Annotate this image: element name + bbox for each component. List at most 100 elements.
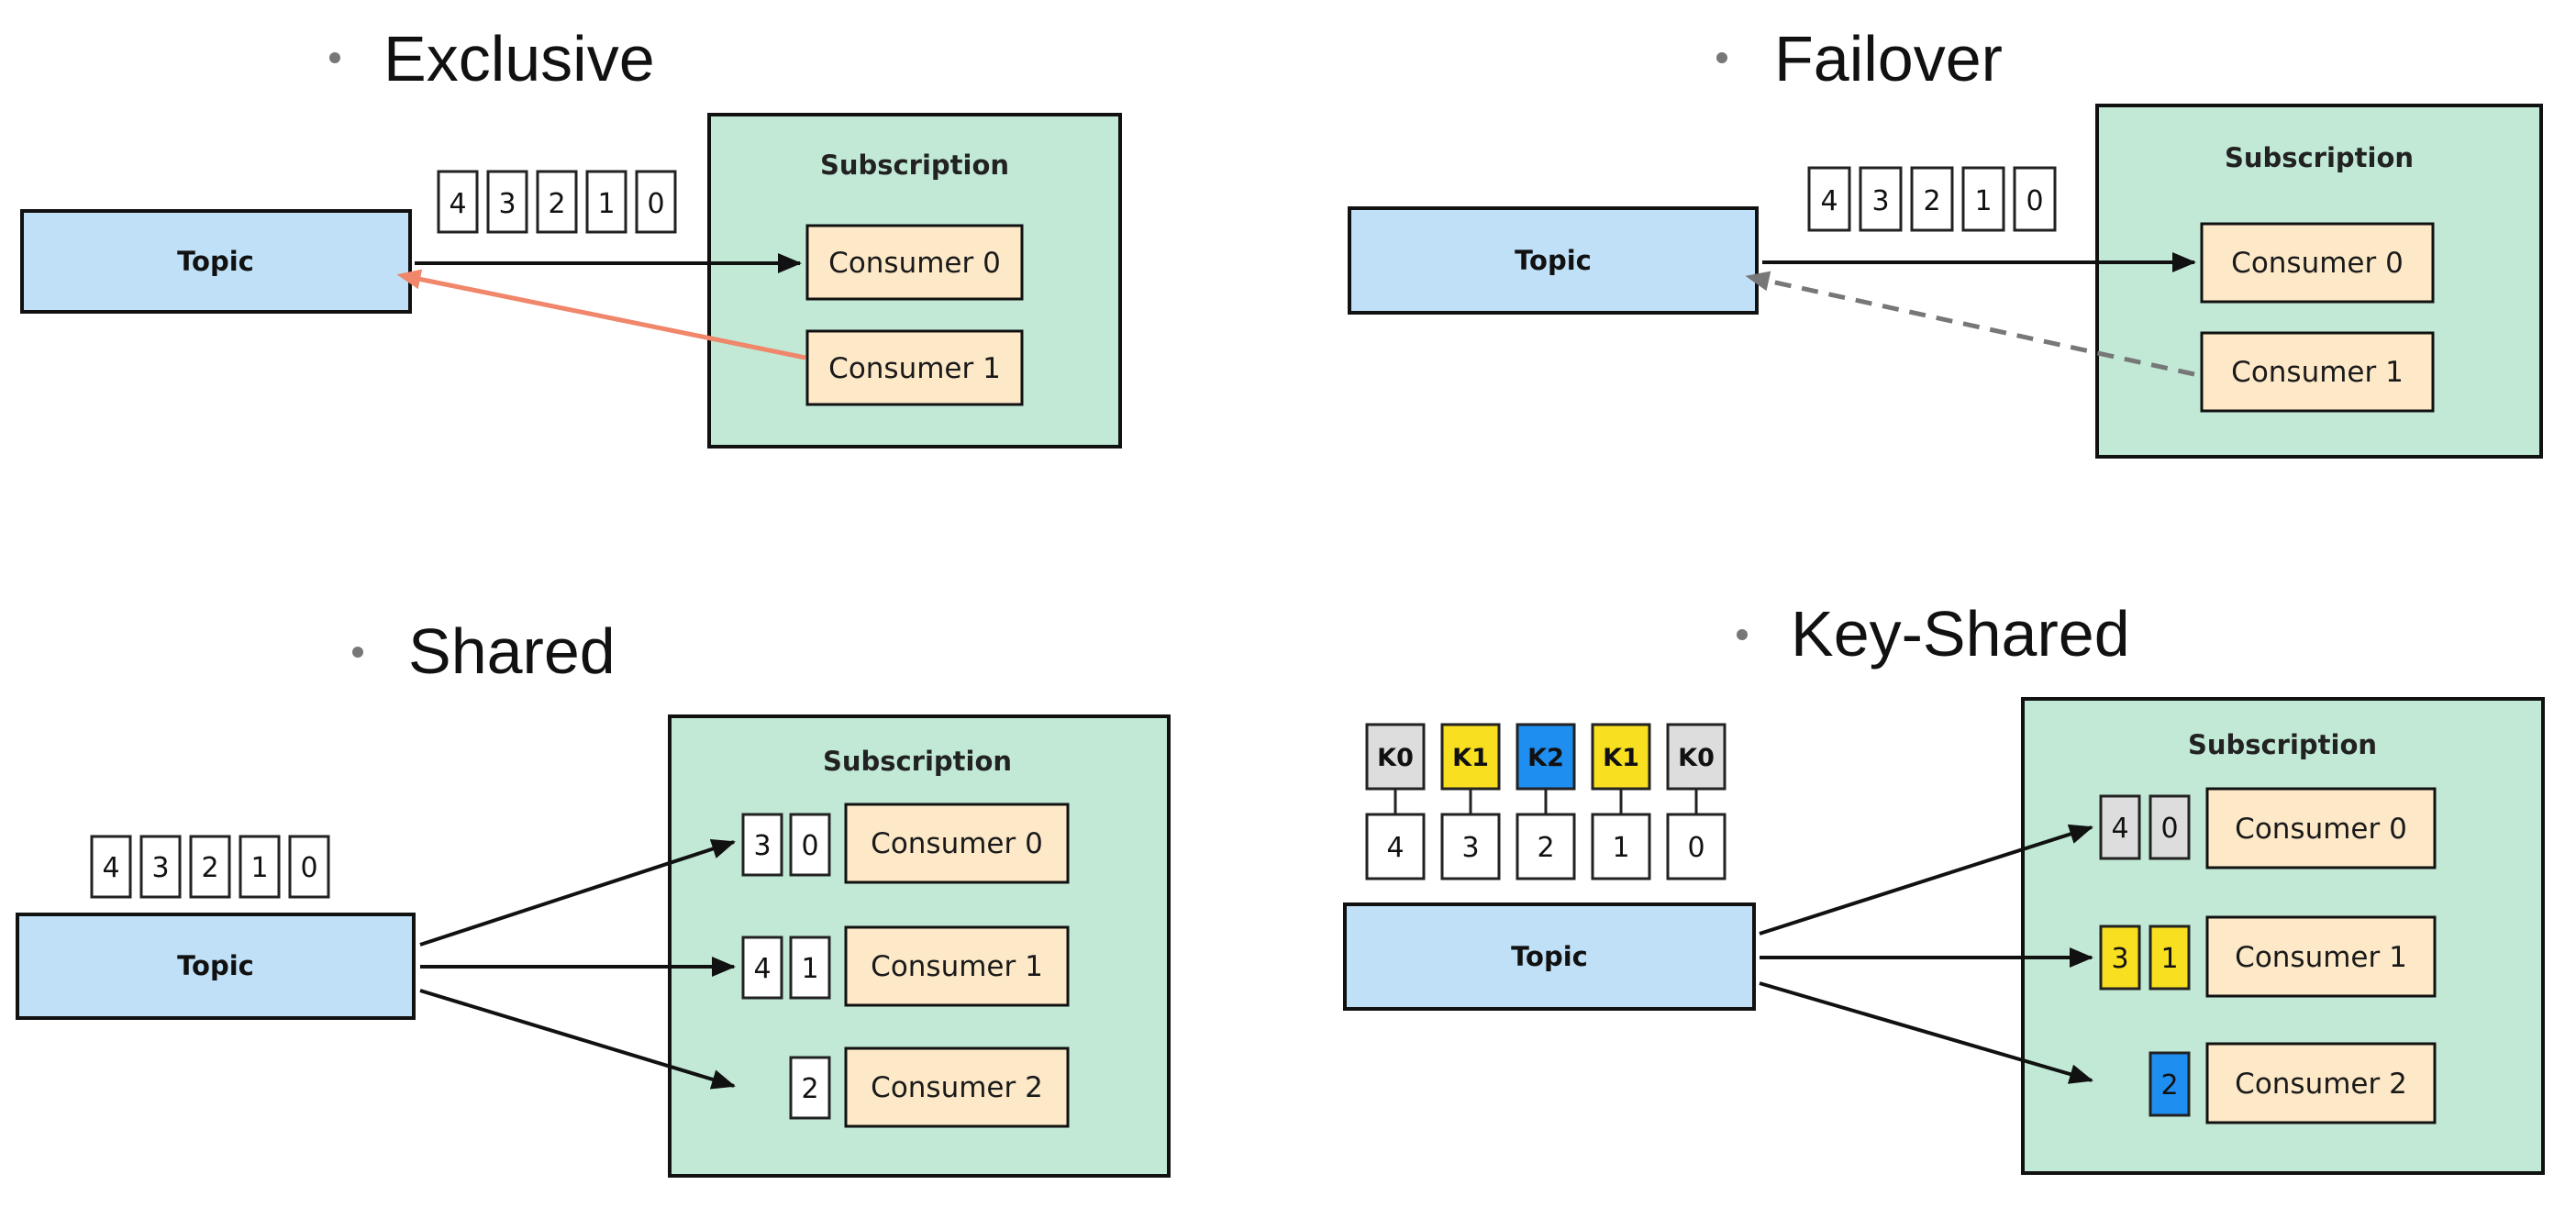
message-label: 1: [1612, 832, 1629, 864]
assigned-message-label: 4: [2111, 813, 2128, 845]
bullet-dot: [329, 52, 340, 63]
exclusive-heading: Exclusive: [383, 23, 655, 94]
message-box: [288, 835, 330, 899]
key-label: K1: [1452, 744, 1489, 772]
message-label: 4: [102, 852, 119, 884]
assigned-message-box: [2099, 925, 2141, 991]
exclusive-consumer-1-box: [805, 329, 1024, 406]
message-box: [437, 170, 479, 234]
failover-topic-box: [1348, 206, 1759, 315]
exclusive-message-queue: 4 3 2 1 0: [437, 170, 677, 234]
message-box: [1961, 166, 2005, 232]
message-label: 0: [300, 852, 317, 884]
message-box: [90, 835, 132, 899]
shared-consumer-0-box: [844, 803, 1070, 884]
message-box: [635, 170, 677, 234]
key-box: [1591, 723, 1651, 791]
assigned-message-label: 4: [753, 953, 771, 985]
key-box: [1440, 723, 1501, 791]
failover-standby-arrow: [1745, 271, 2195, 377]
message-box: [1666, 813, 1727, 880]
message-box: [1516, 813, 1576, 880]
assigned-message-box: [789, 1056, 831, 1120]
failover-subscription-label: Subscription: [2225, 142, 2414, 173]
key-shared-arrow-2: [1759, 981, 2093, 1084]
exclusive-consumer-1-label: Consumer 1: [828, 352, 1001, 385]
key-shared-consumer-1-label: Consumer 1: [2235, 941, 2407, 974]
key-shared-heading: Key-Shared: [1791, 598, 2130, 670]
message-box: [585, 170, 627, 234]
key-shared-consumer-2-box: [2205, 1042, 2437, 1124]
assigned-message-label: 0: [2160, 813, 2178, 845]
message-label: 4: [449, 188, 466, 220]
shared-message-queue: 4 3 2 1 0: [90, 835, 330, 899]
failover-consumer-1-label: Consumer 1: [2231, 356, 2404, 389]
failover-consumer-0-label: Consumer 0: [2231, 247, 2404, 280]
message-label: 0: [1687, 832, 1704, 864]
exclusive-topic-label: Topic: [177, 246, 254, 277]
message-label: 0: [647, 188, 664, 220]
assigned-message-box: [2149, 1051, 2191, 1117]
assigned-message-label: 3: [753, 830, 771, 862]
shared-consumer-2-box: [844, 1046, 1070, 1128]
shared-consumer-1-box: [844, 925, 1070, 1007]
failover-consumer-1-box: [2200, 331, 2435, 413]
bullet-dot: [1737, 629, 1748, 640]
message-box: [1807, 166, 1851, 232]
assigned-message-box: [2099, 794, 2141, 860]
key-box: [1516, 723, 1576, 791]
shared-heading: Shared: [408, 615, 616, 687]
message-box: [536, 170, 578, 234]
assigned-message-label: 1: [2160, 943, 2178, 975]
shared-arrow-2: [419, 989, 736, 1090]
assigned-message-box: [2149, 794, 2191, 860]
shared-consumer-1-label: Consumer 1: [871, 950, 1043, 983]
message-label: 3: [1461, 832, 1479, 864]
shared-subscription-label: Subscription: [823, 746, 1012, 777]
message-box: [239, 835, 281, 899]
shared-panel: Shared 4 3 2 1 0 Topic Subscription 3 0 …: [16, 615, 1171, 1178]
key-shared-consumer-1-box: [2205, 915, 2437, 998]
exclusive-consumer-0-label: Consumer 0: [828, 247, 1001, 280]
message-label: 2: [1537, 832, 1554, 864]
assigned-message-box: [741, 936, 783, 1000]
assigned-message-label: 0: [801, 830, 818, 862]
key-label: K2: [1527, 744, 1564, 772]
message-box: [139, 835, 182, 899]
key-label: K0: [1678, 744, 1715, 772]
assigned-message-box: [741, 813, 783, 877]
exclusive-rejected-arrow: [396, 269, 806, 360]
message-label: 0: [2026, 185, 2043, 217]
exclusive-panel: Exclusive Topic 4 3 2 1 0 Subscription C…: [20, 23, 1122, 448]
key-shared-consumer-2-label: Consumer 2: [2235, 1068, 2407, 1101]
failover-topic-label: Topic: [1515, 245, 1592, 276]
key-shared-arrow-0: [1759, 824, 2093, 936]
message-label: 3: [151, 852, 169, 884]
failover-panel: Failover Topic 4 3 2 1 0 Subscription Co…: [1348, 23, 2543, 459]
assigned-message-box: [2149, 925, 2191, 991]
key-shared-topic-label: Topic: [1511, 941, 1588, 972]
key-box: [1365, 723, 1426, 791]
shared-consumer-2-label: Consumer 2: [871, 1071, 1043, 1104]
failover-consumer-0-box: [2200, 222, 2435, 304]
message-label: 4: [1820, 185, 1838, 217]
message-box: [1365, 813, 1426, 880]
message-label: 1: [597, 188, 615, 220]
failover-heading: Failover: [1774, 23, 2003, 94]
message-box: [1440, 813, 1501, 880]
message-label: 2: [548, 188, 565, 220]
key-shared-panel: Key-Shared K0 K1 K2 K1 K0 4 3 2: [1343, 598, 2545, 1175]
message-box: [2013, 166, 2057, 232]
assigned-message-box: [789, 813, 831, 877]
message-box: [1910, 166, 1954, 232]
key-shared-consumer-0-box: [2205, 787, 2437, 869]
exclusive-consumer-0-box: [805, 224, 1024, 301]
bullet-dot: [1716, 52, 1727, 63]
exclusive-topic-box: [20, 209, 412, 314]
assigned-message-label: 1: [801, 953, 818, 985]
key-shared-consumer-0-label: Consumer 0: [2235, 813, 2407, 846]
message-label: 2: [201, 852, 218, 884]
failover-message-queue: 4 3 2 1 0: [1807, 166, 2057, 232]
shared-consumer-0-label: Consumer 0: [871, 827, 1043, 860]
